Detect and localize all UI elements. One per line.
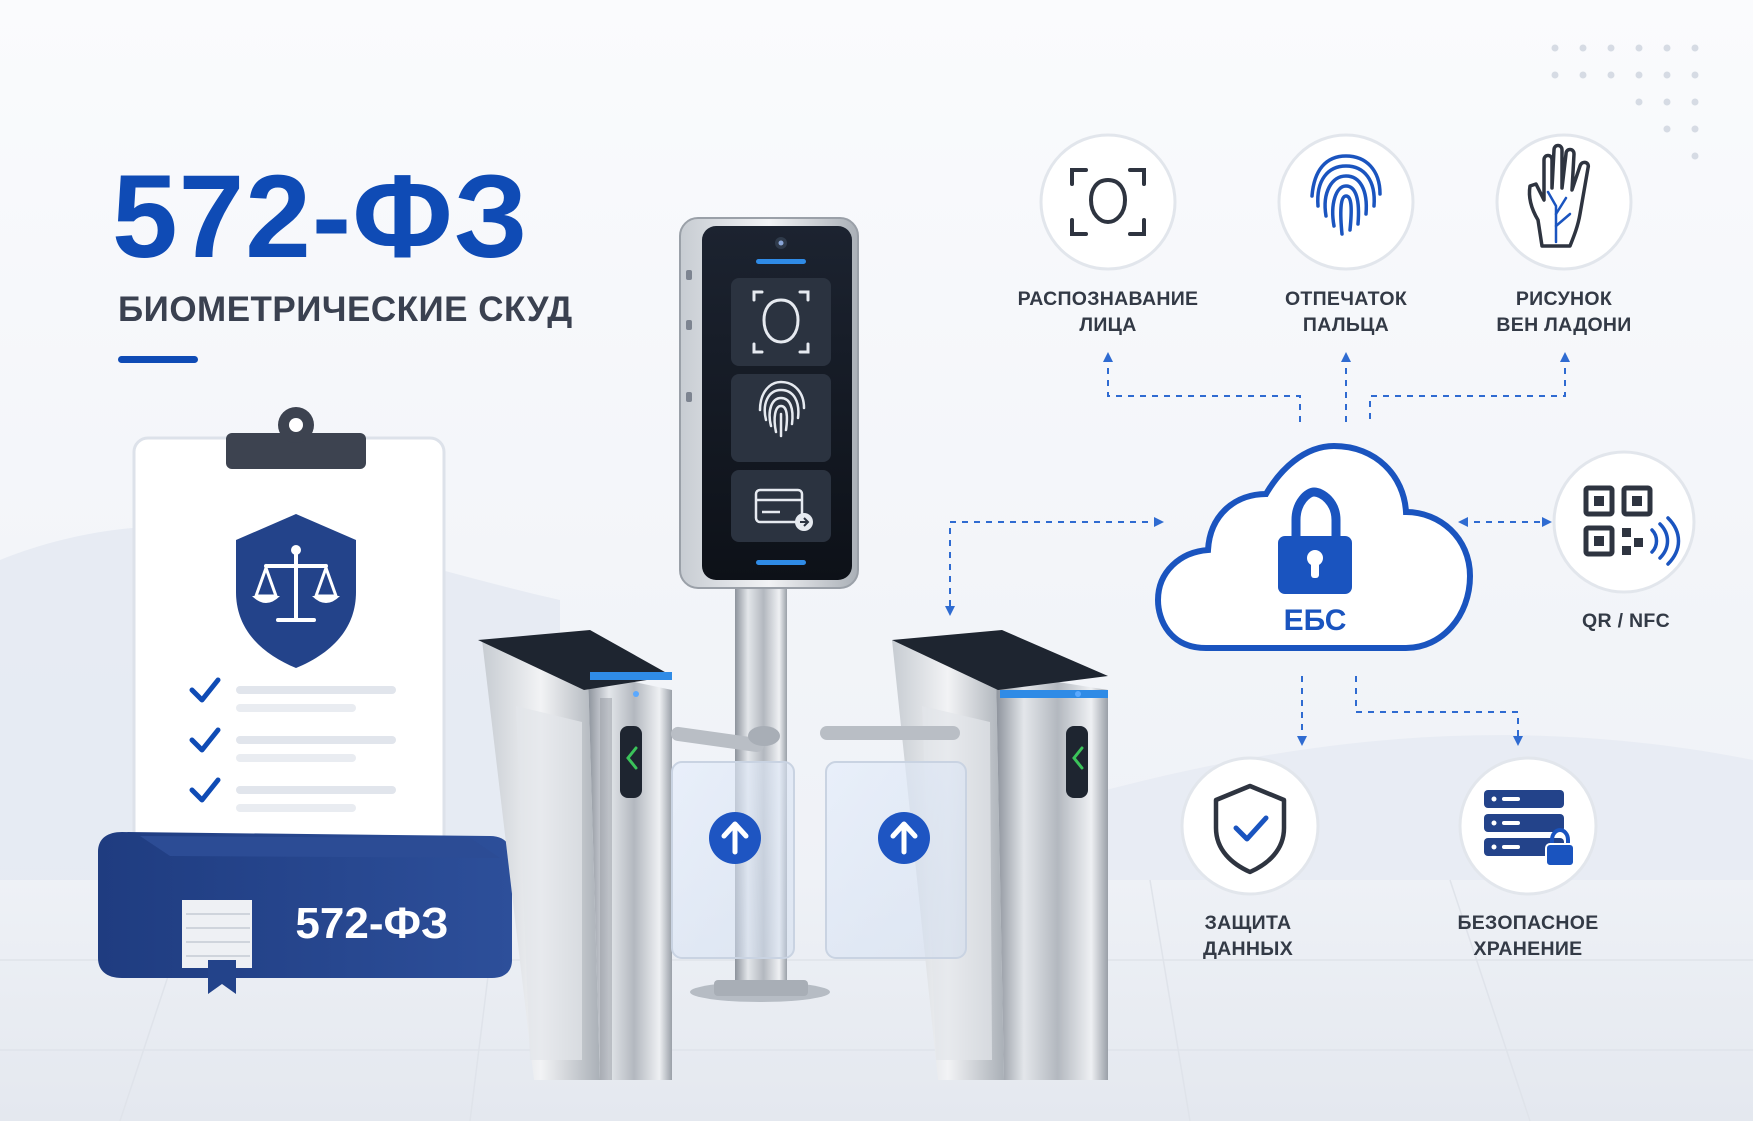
pass-arrow-icon [878, 812, 930, 864]
secure-server-icon [1484, 790, 1575, 867]
cloud-label: ЕБС [1284, 604, 1347, 637]
law-book [98, 832, 512, 994]
law-shield-icon [236, 514, 356, 668]
pass-arrow-icon [709, 812, 761, 864]
lock-icon [1278, 487, 1352, 594]
decor-dots [1551, 44, 1699, 160]
title-underline [118, 356, 198, 363]
face-node-circle [1039, 133, 1177, 271]
connection-lines [949, 356, 1566, 742]
palm-vein-icon [1527, 143, 1591, 248]
book-title: 572-ФЗ [295, 899, 448, 948]
protect-node-circle [1180, 756, 1320, 896]
shield-check-icon [1213, 783, 1287, 875]
fingerprint-node-circle [1277, 133, 1415, 271]
checklist [189, 677, 396, 812]
page-title: 572-ФЗ [112, 151, 529, 283]
face-scan-icon [1070, 168, 1146, 236]
fingerprint-icon [1310, 154, 1382, 236]
page-subtitle: БИОМЕТРИЧЕСКИЕ СКУД [118, 290, 573, 329]
turnstile-left [478, 630, 672, 1080]
turnstile-arms [670, 726, 960, 753]
qr-nfc-label: QR / NFC [1582, 610, 1670, 632]
qr-nfc-icon [1583, 485, 1681, 566]
